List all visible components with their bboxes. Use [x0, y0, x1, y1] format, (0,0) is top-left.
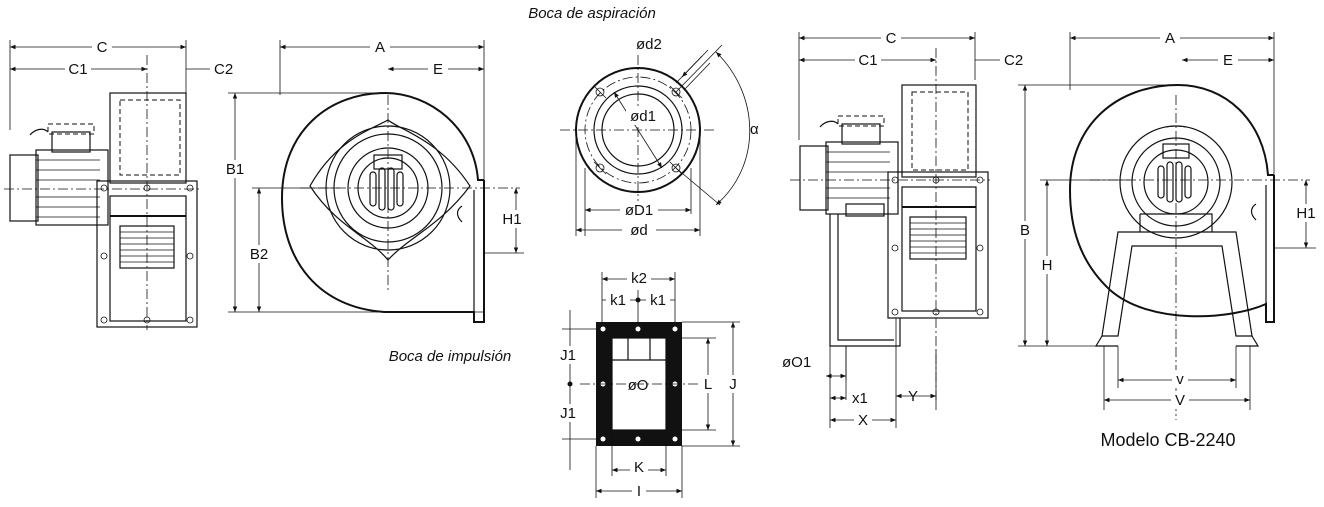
dim-C1-label: C1: [68, 61, 87, 78]
side-view-stand: C C1 C2: [782, 29, 1023, 429]
dim-B-label: B: [1020, 222, 1030, 239]
dim-k2-label: k2: [631, 270, 647, 287]
discharge-caption: Boca de impulsión: [389, 348, 512, 365]
dim-J1-bottom-label: J1: [560, 405, 576, 422]
dim-E-label: E: [433, 61, 443, 78]
dim-d1-label: ød1: [630, 108, 656, 125]
dim-O-label: øO: [628, 377, 649, 394]
dim-E-stand-label: E: [1223, 52, 1233, 69]
dim-C2-stand-label: C2: [1004, 52, 1023, 69]
dim-Y-label: Y: [908, 388, 918, 405]
dim-C-label: C: [97, 39, 108, 56]
dim-k1-left-label: k1: [610, 292, 626, 309]
dim-I-label: I: [637, 483, 641, 500]
side-view-motor: C C1 C2: [4, 38, 233, 330]
dim-D1-label: øD1: [625, 202, 653, 219]
dim-C1-stand-label: C1: [858, 52, 877, 69]
front-view-scroll: A E B1 B2: [222, 38, 524, 323]
dim-J-label: J: [729, 376, 737, 393]
dim-v-label: v: [1176, 371, 1184, 388]
dim-H1-label: H1: [502, 211, 521, 228]
dim-A-stand-label: A: [1165, 30, 1175, 47]
dim-x1-label: x1: [852, 390, 868, 407]
dim-L-label: L: [704, 376, 712, 393]
dim-J1-top-label: J1: [560, 347, 576, 364]
front-view-stand: A E B H: [1015, 29, 1320, 450]
dim-B1-label: B1: [226, 161, 244, 178]
discharge-opening-view: Boca de impulsión k2 k1 k1 øO: [389, 270, 741, 500]
dim-B2-label: B2: [250, 246, 268, 263]
dim-O1-label: øO1: [782, 354, 811, 371]
dim-H1-stand-label: H1: [1296, 205, 1315, 222]
dim-X-label: X: [858, 412, 868, 429]
dim-V-label: V: [1175, 392, 1185, 409]
dim-alpha-label: α: [750, 121, 759, 138]
dim-C2-label: C2: [214, 61, 233, 78]
dim-A-label: A: [375, 39, 385, 56]
dim-C-stand-label: C: [886, 30, 897, 47]
dim-d-label: ød: [630, 222, 648, 239]
dim-k1-right-label: k1: [650, 292, 666, 309]
dim-H-label: H: [1042, 257, 1053, 274]
dim-d2-label: ød2: [636, 36, 662, 53]
model-caption: Modelo CB-2240: [1100, 430, 1235, 450]
dim-K-label: K: [634, 459, 644, 476]
suction-caption: Boca de aspiración: [528, 5, 656, 22]
suction-opening-view: Boca de aspiración ød1 ød2 α: [528, 5, 759, 239]
